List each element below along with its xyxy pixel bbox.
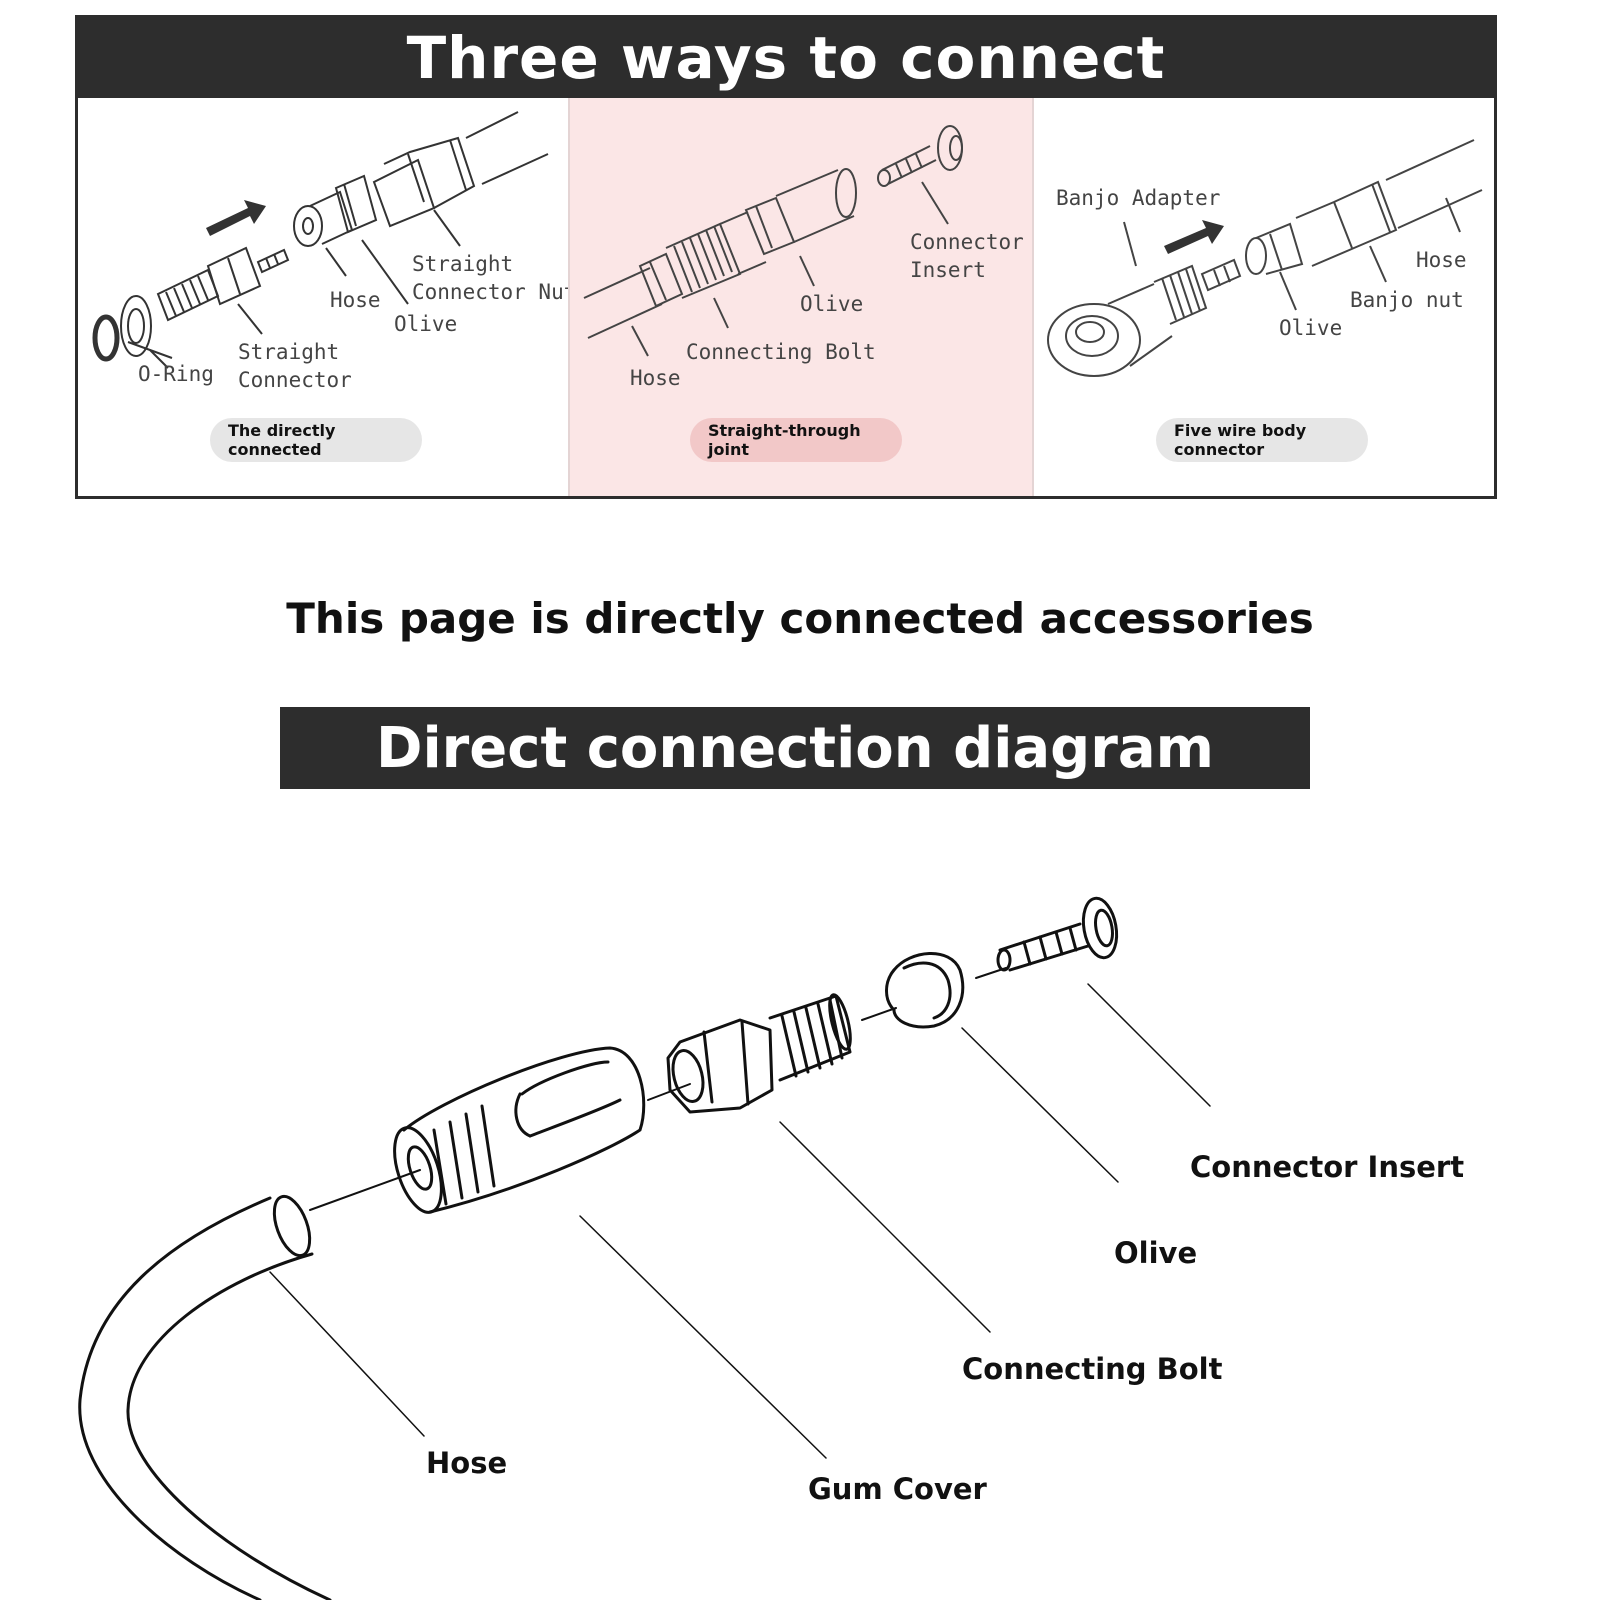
label-hose: Hose bbox=[330, 288, 381, 312]
connecting-bolt-part bbox=[666, 993, 852, 1114]
label-banjo-adapter: Banjo Adapter bbox=[1056, 186, 1221, 210]
caption-five-wire-body-connector: Five wire body connector bbox=[1156, 418, 1368, 462]
label-olive: Olive bbox=[1114, 1236, 1198, 1270]
label-straight-connector: Straight Connector bbox=[238, 340, 352, 392]
banjo-connection-illustration bbox=[1047, 139, 1483, 377]
label-gum-cover: Gum Cover bbox=[808, 1472, 987, 1506]
axis-line-1 bbox=[309, 1169, 421, 1211]
direct-connection-diagram bbox=[78, 896, 1211, 1600]
label-hose: Hose bbox=[630, 366, 681, 390]
page-subtitle: This page is directly connected accessor… bbox=[286, 594, 1314, 643]
top-panel: Three ways to connect bbox=[75, 15, 1497, 499]
panel-straight-through-joint: Hose Connecting Bolt Olive Connector Ins… bbox=[568, 98, 1034, 496]
panel-five-wire-body-connector: Banjo Adapter Olive Banjo nut Hose Five … bbox=[1034, 98, 1494, 496]
leader-lines bbox=[269, 983, 1211, 1459]
hose-tube bbox=[78, 1194, 332, 1600]
axis-line-3 bbox=[861, 1007, 897, 1021]
label-olive: Olive bbox=[1279, 316, 1343, 340]
label-straight-connector-nut: Straight Connector Nut bbox=[412, 252, 577, 304]
top-header-title: Three ways to connect bbox=[78, 18, 1494, 98]
straight-through-illustration bbox=[583, 125, 963, 357]
label-hose: Hose bbox=[1416, 248, 1467, 272]
label-o-ring: O-Ring bbox=[138, 362, 214, 386]
caption-straight-through-joint: Straight-through joint bbox=[690, 418, 902, 462]
caption-directly-connected: The directly connected bbox=[210, 418, 422, 462]
gum-cover-part bbox=[393, 1046, 646, 1214]
panel-directly-connected: O-Ring Straight Connector Hose Olive Str… bbox=[78, 98, 576, 496]
label-connecting-bolt: Connecting Bolt bbox=[962, 1352, 1223, 1386]
label-connector-insert: Connector Insert bbox=[1190, 1150, 1465, 1184]
direct-connection-illustration bbox=[92, 111, 549, 369]
label-banjo-nut: Banjo nut bbox=[1350, 288, 1464, 312]
connector-insert-part bbox=[996, 896, 1119, 972]
diagram-title: Direct connection diagram bbox=[280, 707, 1310, 789]
label-hose: Hose bbox=[426, 1446, 508, 1480]
label-connecting-bolt: Connecting Bolt bbox=[686, 340, 876, 364]
label-olive: Olive bbox=[800, 292, 864, 316]
label-olive: Olive bbox=[394, 312, 458, 336]
label-connector-insert: Connector Insert bbox=[910, 230, 1024, 282]
olive-part bbox=[885, 952, 965, 1029]
axis-line-2 bbox=[647, 1083, 691, 1101]
